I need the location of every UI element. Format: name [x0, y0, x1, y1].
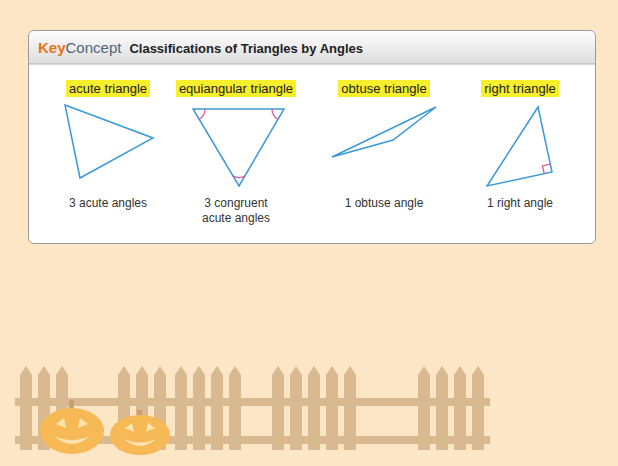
heading-text: Key — [38, 39, 66, 56]
card-fill — [28, 30, 596, 244]
heading-text: Concept — [66, 39, 122, 56]
highlight-label: obtuse triangle — [338, 80, 429, 97]
card-heading: KeyConcept Classifications of Triangles b… — [38, 39, 363, 56]
card-header — [28, 30, 596, 64]
pumpkin — [40, 400, 104, 454]
triangle-name: equiangular triangle — [179, 81, 293, 96]
right-triangle-shape — [487, 107, 552, 186]
caption: 1 right angle — [465, 196, 575, 211]
heading-text: Classifications of Triangles by Angles — [129, 41, 363, 56]
highlight-label: acute triangle — [66, 80, 150, 97]
triangle-name: acute triangle — [69, 81, 147, 96]
angle-arc — [233, 176, 245, 178]
angle-marks — [199, 109, 550, 177]
angle-arc — [272, 109, 278, 119]
highlight-label: equiangular triangle — [176, 80, 296, 97]
pumpkin — [110, 410, 170, 455]
header-rule — [28, 64, 596, 65]
right-angle-mark — [543, 164, 551, 174]
angle-arc — [199, 109, 205, 119]
equiangular-triangle-shape — [193, 109, 284, 186]
highlight-label: right triangle — [481, 80, 559, 97]
caption: 3 acute angles — [53, 196, 163, 211]
caption: 1 obtuse angle — [329, 196, 439, 211]
triangle-name: right triangle — [484, 81, 556, 96]
triangles — [65, 105, 552, 186]
key-concept-card: KeyConcept Classifications of Triangles b… — [28, 30, 596, 244]
acute-triangle-shape — [65, 105, 153, 178]
obtuse-triangle-shape — [332, 107, 436, 157]
caption: 3 congruent acute angles — [188, 196, 284, 226]
triangle-name: obtuse triangle — [341, 81, 426, 96]
